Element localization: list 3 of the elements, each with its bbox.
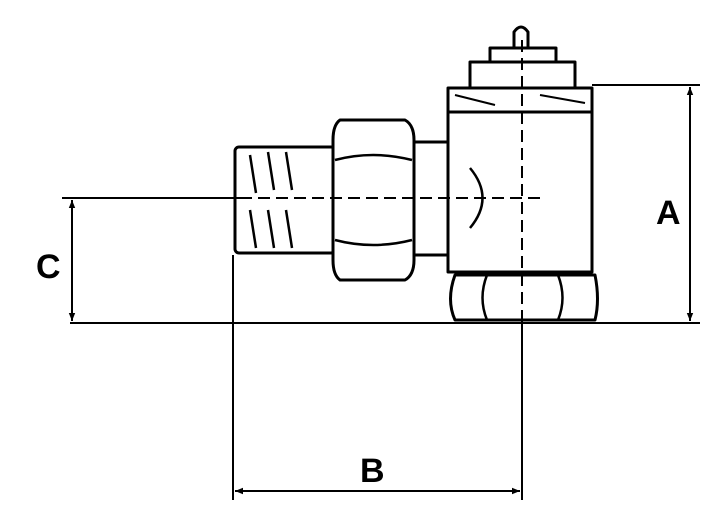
dimension-label: C: [36, 250, 61, 284]
dimension-label: A: [656, 196, 681, 230]
dimension-label: B: [360, 454, 385, 488]
